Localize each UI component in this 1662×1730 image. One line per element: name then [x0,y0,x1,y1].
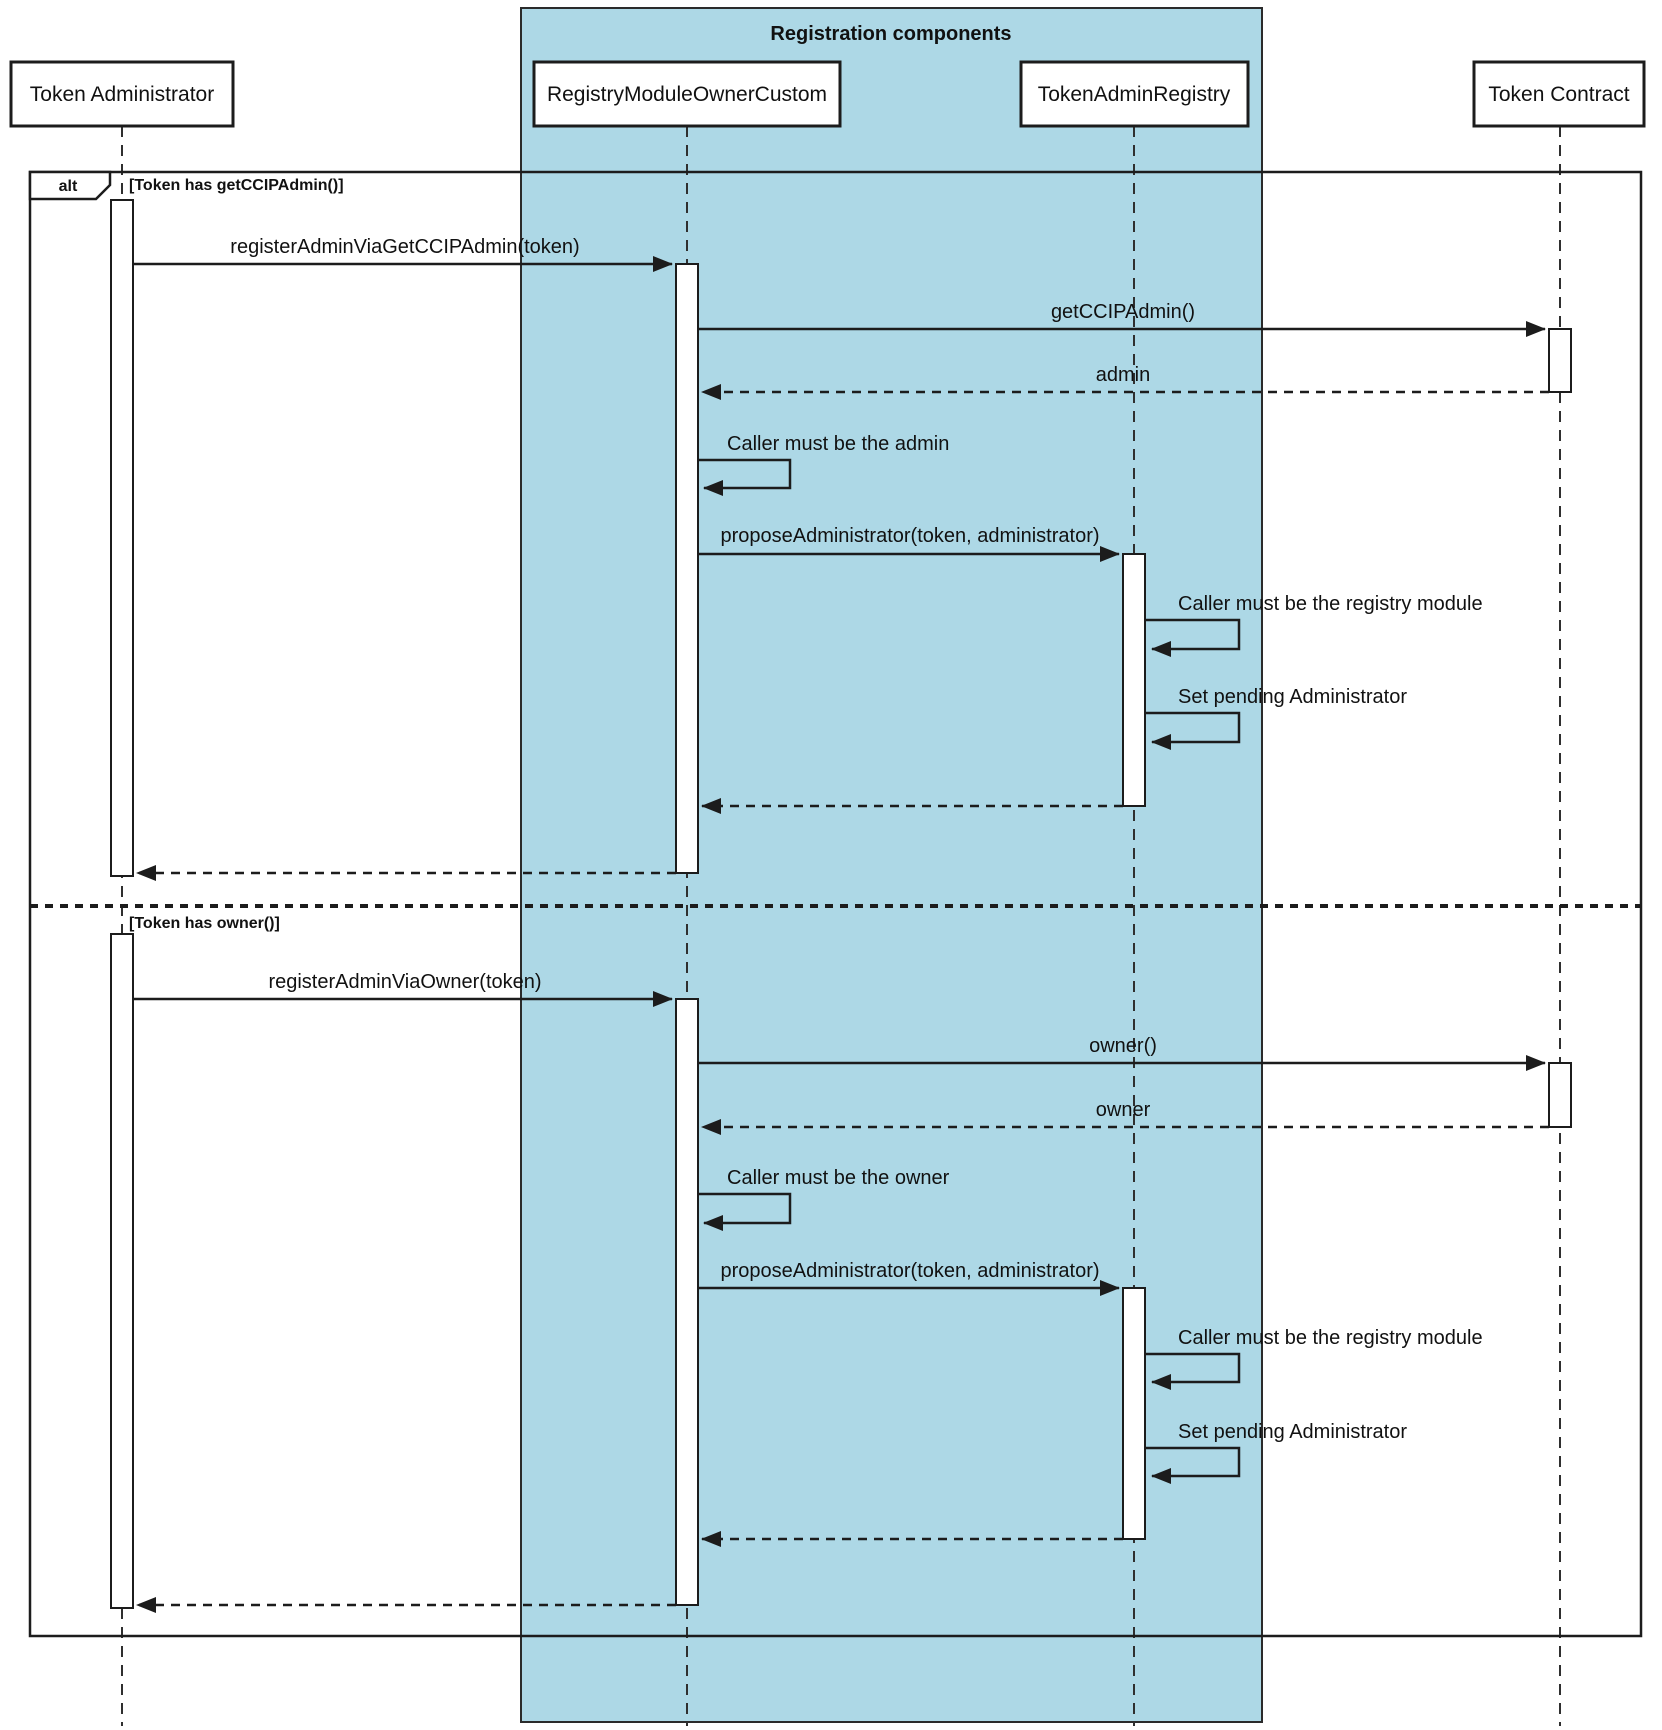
message-admin-return: admin [701,364,1549,400]
activation-registry-module-2 [675,998,699,1606]
participant-box [532,60,842,128]
participant-name: Token Administrator [30,83,214,106]
message-label: registerAdminViaGetCCIPAdmin(token) [230,236,579,258]
message-register-admin-via-owner: registerAdminViaOwner(token) [133,971,673,1007]
message-register-admin-via-get-ccip-admin: registerAdminViaGetCCIPAdmin(token) [133,236,673,272]
message-label: getCCIPAdmin() [1051,301,1195,323]
self-message-set-pending-administrator-1: Set pending Administrator [1146,686,1407,750]
alt-operator-label: alt [59,178,78,195]
region-title: Registration components [770,23,1011,45]
message-propose-administrator-1: proposeAdministrator(token, administrato… [698,525,1120,562]
message-label: Caller must be the registry module [1178,593,1483,615]
participant-name: Token Contract [1488,83,1629,106]
message-owner-call: owner() [698,1035,1546,1071]
guard-label-owner: [Token has owner()] [129,915,280,932]
message-label: proposeAdministrator(token, administrato… [720,525,1099,547]
message-label: Set pending Administrator [1178,1421,1407,1443]
self-arrow [698,458,792,496]
activation-token-contract-2 [1548,1062,1572,1128]
message-propose-administrator-2: proposeAdministrator(token, administrato… [698,1260,1120,1296]
activation-token-contract-1 [1548,328,1572,393]
alt-operator-badge [28,170,112,201]
participant-box [9,60,235,128]
self-message-caller-must-be-registry-2: Caller must be the registry module [1146,1327,1483,1390]
participant-name: TokenAdminRegistry [1038,83,1231,106]
participant-token-administrator: Token Administrator [9,60,235,128]
message-label: owner [1096,1099,1151,1121]
message-label: Caller must be the owner [727,1167,950,1189]
message-label: Caller must be the registry module [1178,1327,1483,1349]
self-message-caller-must-be-admin: Caller must be the admin [698,433,949,496]
activation-token-admin-registry-2 [1122,1287,1146,1540]
message-get-ccip-admin: getCCIPAdmin() [698,301,1546,337]
message-label: registerAdminViaOwner(token) [268,971,541,993]
participant-box [1472,60,1646,128]
self-arrow [1146,618,1241,657]
self-arrow [698,1192,792,1231]
participant-registry-module-owner-custom: RegistryModuleOwnerCustom [532,60,842,128]
participant-token-admin-registry: TokenAdminRegistry [1019,60,1250,128]
self-message-caller-must-be-registry-1: Caller must be the registry module [1146,593,1483,657]
self-arrow [1146,1352,1241,1390]
activation-token-administrator-1 [110,199,134,877]
message-owner-return: owner [701,1099,1549,1135]
message-label: Caller must be the admin [727,433,949,455]
guard-label-getccipadmin: [Token has getCCIPAdmin()] [129,177,344,194]
activation-registry-module-1 [675,263,699,874]
self-arrow [1146,711,1241,750]
message-label: proposeAdministrator(token, administrato… [720,1260,1099,1282]
activation-token-admin-registry-1 [1122,553,1146,807]
activation-token-administrator-2 [110,933,134,1609]
message-label: owner() [1089,1035,1157,1057]
self-arrow [1146,1446,1241,1484]
self-message-caller-must-be-owner: Caller must be the owner [698,1167,950,1231]
message-label: admin [1096,364,1150,386]
participant-token-contract: Token Contract [1472,60,1646,128]
participant-name: RegistryModuleOwnerCustom [547,83,827,106]
self-message-set-pending-administrator-2: Set pending Administrator [1146,1421,1407,1484]
message-label: Set pending Administrator [1178,686,1407,708]
participant-box [1019,60,1250,128]
